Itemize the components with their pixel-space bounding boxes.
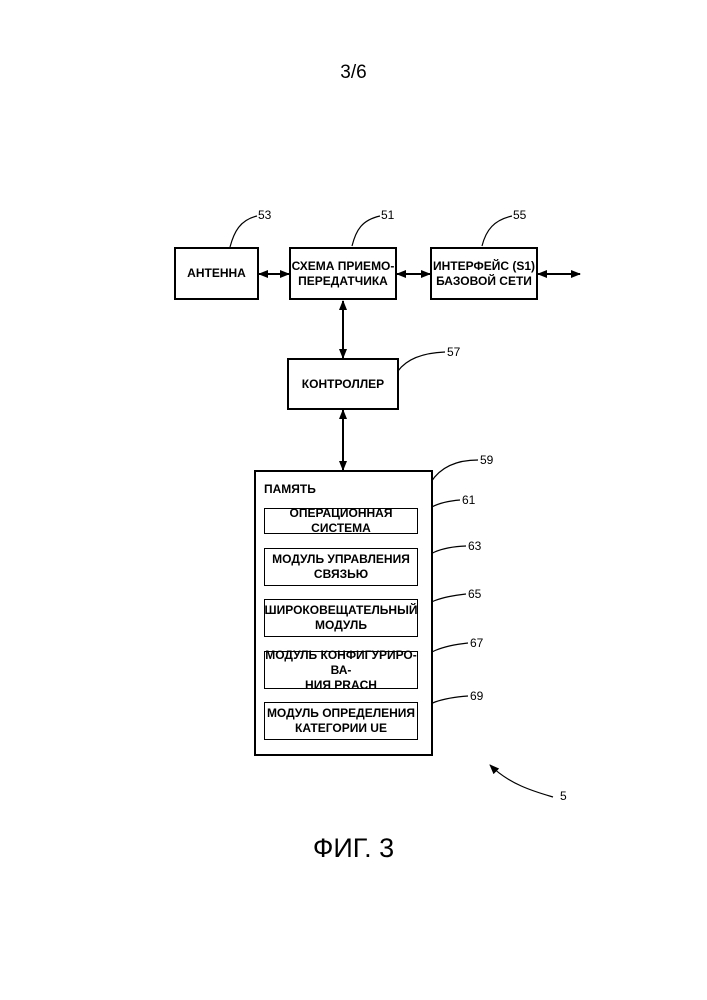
module-label-line1: МОДУЛЬ КОНФИГУРИРО-ВА-: [265, 648, 417, 678]
antenna-block: АНТЕННА: [174, 247, 259, 300]
antenna-label: АНТЕННА: [187, 266, 246, 281]
ref-51: 51: [381, 208, 394, 222]
module-label-line1: МОДУЛЬ УПРАВЛЕНИЯ: [272, 552, 410, 567]
ref-57: 57: [447, 345, 460, 359]
module-label-line2: СВЯЗЬЮ: [314, 567, 368, 582]
module-label-line2: НИЯ PRACH: [305, 678, 377, 693]
transceiver-label-line1: СХЕМА ПРИЕМО-: [292, 259, 395, 274]
module-label-line2: МОДУЛЬ: [315, 618, 367, 633]
leader-51: [352, 216, 380, 246]
controller-label: КОНТРОЛЛЕР: [302, 377, 384, 392]
ref-63: 63: [468, 539, 481, 553]
interface-label-line1: ИНТЕРФЕЙС (S1): [433, 259, 535, 274]
module-broadcast: ШИРОКОВЕЩАТЕЛЬНЫЙ МОДУЛЬ: [264, 599, 418, 637]
interface-label-line2: БАЗОВОЙ СЕТИ: [436, 274, 532, 289]
interface-block: ИНТЕРФЕЙС (S1) БАЗОВОЙ СЕТИ: [430, 247, 538, 300]
module-label-line1: ШИРОКОВЕЩАТЕЛЬНЫЙ: [265, 603, 418, 618]
module-label-line1: ОПЕРАЦИОННАЯ СИСТЕМА: [265, 506, 417, 536]
module-communication-control: МОДУЛЬ УПРАВЛЕНИЯ СВЯЗЬЮ: [264, 548, 418, 586]
module-prach-configuration: МОДУЛЬ КОНФИГУРИРО-ВА- НИЯ PRACH: [264, 651, 418, 689]
ref-55: 55: [513, 208, 526, 222]
leader-59: [431, 460, 478, 482]
leader-53: [230, 216, 257, 247]
ref-5: 5: [560, 789, 567, 803]
pointer-5: [490, 765, 553, 797]
ref-59: 59: [480, 453, 493, 467]
transceiver-label-line2: ПЕРЕДАТЧИКА: [298, 274, 388, 289]
module-operating-system: ОПЕРАЦИОННАЯ СИСТЕМА: [264, 508, 418, 534]
ref-53: 53: [258, 208, 271, 222]
module-ue-category: МОДУЛЬ ОПРЕДЕЛЕНИЯ КАТЕГОРИИ UE: [264, 702, 418, 740]
leader-57: [398, 352, 445, 371]
module-label-line1: МОДУЛЬ ОПРЕДЕЛЕНИЯ: [267, 706, 415, 721]
memory-label: ПАМЯТЬ: [264, 482, 316, 497]
ref-61: 61: [462, 493, 475, 507]
module-label-line2: КАТЕГОРИИ UE: [295, 721, 387, 736]
ref-67: 67: [470, 636, 483, 650]
leader-55: [482, 216, 512, 246]
controller-block: КОНТРОЛЛЕР: [287, 358, 399, 410]
ref-65: 65: [468, 587, 481, 601]
figure-caption: ФИГ. 3: [0, 833, 707, 864]
transceiver-block: СХЕМА ПРИЕМО- ПЕРЕДАТЧИКА: [289, 247, 397, 300]
ref-69: 69: [470, 689, 483, 703]
